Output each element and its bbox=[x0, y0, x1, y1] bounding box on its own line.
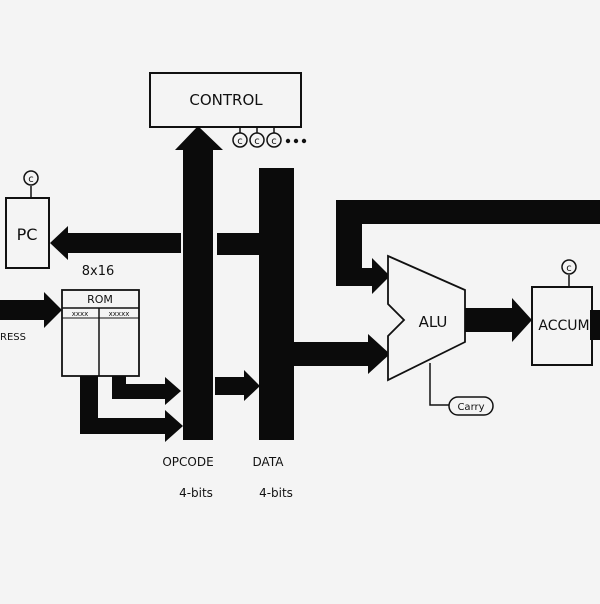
rom-block: 8x16 ROM xxxx xxxxx bbox=[61, 264, 140, 377]
bus-to-pc-arrow bbox=[50, 226, 181, 260]
rom-outputs bbox=[80, 376, 183, 442]
pc-box bbox=[5, 197, 50, 269]
data-bits-label: 4-bits bbox=[259, 486, 293, 500]
ellipsis-dot-3-icon bbox=[301, 138, 307, 144]
rom-size-label: 8x16 bbox=[82, 264, 115, 279]
opcode-bits-label: 4-bits bbox=[179, 486, 213, 500]
alu-block: ALU Carry bbox=[387, 254, 494, 416]
carry-badge bbox=[448, 396, 494, 416]
alu-label: ALU bbox=[419, 313, 448, 331]
accum-clock-label: c bbox=[566, 263, 572, 274]
ellipsis-dot-1-icon bbox=[285, 138, 291, 144]
carry-label: Carry bbox=[457, 402, 484, 413]
accum-output-stub bbox=[590, 310, 600, 340]
data-to-alu-arrow bbox=[292, 334, 390, 374]
pc-label: PC bbox=[17, 225, 38, 244]
accum-feedback bbox=[336, 200, 600, 294]
opcode-label: OPCODE bbox=[162, 455, 213, 469]
feedback-arrow bbox=[336, 200, 600, 294]
control-box bbox=[149, 72, 302, 128]
opcode-bus-arrow bbox=[175, 126, 223, 440]
control-block: CONTROL bbox=[149, 72, 302, 128]
accum-block: ACCUM c bbox=[531, 259, 600, 366]
accum-label: ACCUM bbox=[538, 318, 589, 334]
data-bus-trunk bbox=[259, 168, 294, 440]
ellipsis-dot-2-icon bbox=[293, 138, 299, 144]
address-arrow bbox=[0, 292, 62, 328]
alu-to-accum bbox=[465, 298, 532, 342]
control-signal-3-label: c bbox=[271, 136, 277, 147]
accum-clock-icon bbox=[561, 259, 577, 275]
data-bus bbox=[215, 168, 390, 440]
bus-labels: OPCODE 4-bits DATA 4-bits bbox=[162, 455, 293, 500]
pc-clock-label: c bbox=[28, 174, 34, 185]
data-label: DATA bbox=[253, 455, 285, 469]
rom-to-opcode-arrow-high bbox=[112, 376, 181, 405]
pc-input-arrow bbox=[50, 226, 181, 260]
address-input: RESS bbox=[0, 292, 62, 343]
pc-clock-icon bbox=[23, 170, 39, 186]
rom-to-opcode-arrow-low bbox=[80, 376, 183, 442]
control-signal-2-label: c bbox=[254, 136, 260, 147]
rom-label: ROM bbox=[87, 293, 113, 306]
rom-left-marks: xxxx bbox=[72, 310, 89, 318]
pc-block: PC c bbox=[5, 170, 50, 269]
opcode-bus bbox=[175, 126, 223, 440]
rom-to-data-arrow bbox=[215, 370, 260, 401]
rom-box bbox=[61, 289, 140, 377]
alu-shape bbox=[387, 254, 466, 382]
control-label: CONTROL bbox=[189, 91, 263, 109]
address-label: RESS bbox=[0, 332, 26, 343]
control-signal-1-label: c bbox=[237, 136, 243, 147]
carry-wire bbox=[429, 363, 449, 406]
rom-right-marks: xxxxx bbox=[109, 310, 130, 318]
alu-to-accum-arrow bbox=[465, 298, 532, 342]
data-bus-branch-left bbox=[217, 233, 261, 255]
control-signals: c c c bbox=[232, 127, 307, 148]
